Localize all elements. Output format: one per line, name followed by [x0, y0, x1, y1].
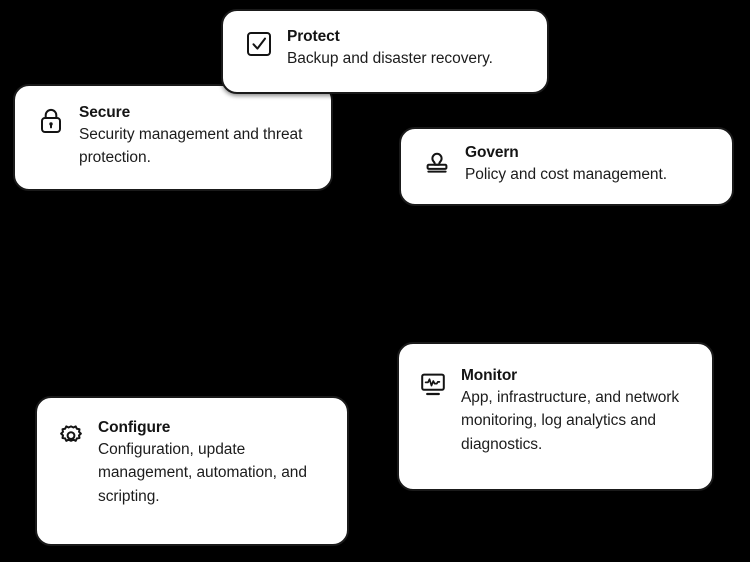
card-protect-body: Protect Backup and disaster recovery.	[287, 27, 529, 70]
card-protect[interactable]: Protect Backup and disaster recovery.	[221, 9, 549, 94]
card-monitor-title: Monitor	[461, 367, 518, 384]
card-configure-body: Configure Configuration, update manageme…	[98, 418, 331, 508]
lock-icon	[37, 103, 65, 134]
card-govern-body: Govern Policy and cost management.	[465, 143, 716, 186]
card-protect-description: Backup and disaster recovery.	[287, 49, 493, 67]
card-configure-description: Configuration, update management, automa…	[98, 440, 307, 505]
card-configure[interactable]: Configure Configuration, update manageme…	[35, 396, 349, 546]
card-secure-title: Secure	[79, 104, 131, 121]
card-monitor[interactable]: Monitor App, infrastructure, and network…	[397, 342, 714, 491]
card-protect-title: Protect	[287, 28, 340, 45]
stamp-icon	[423, 143, 451, 175]
monitor-pulse-icon	[419, 366, 447, 398]
card-secure[interactable]: Secure Security management and threat pr…	[13, 84, 333, 191]
card-monitor-description: App, infrastructure, and network monitor…	[461, 388, 680, 453]
checkbox-check-icon	[245, 27, 273, 58]
card-govern-title: Govern	[465, 144, 519, 161]
card-monitor-body: Monitor App, infrastructure, and network…	[461, 366, 696, 456]
card-govern[interactable]: Govern Policy and cost management.	[399, 127, 734, 206]
card-secure-description: Security management and threat protectio…	[79, 125, 303, 167]
card-govern-description: Policy and cost management.	[465, 165, 667, 183]
card-configure-title: Configure	[98, 419, 171, 436]
card-secure-body: Secure Security management and threat pr…	[79, 103, 315, 170]
gear-icon	[57, 418, 85, 450]
